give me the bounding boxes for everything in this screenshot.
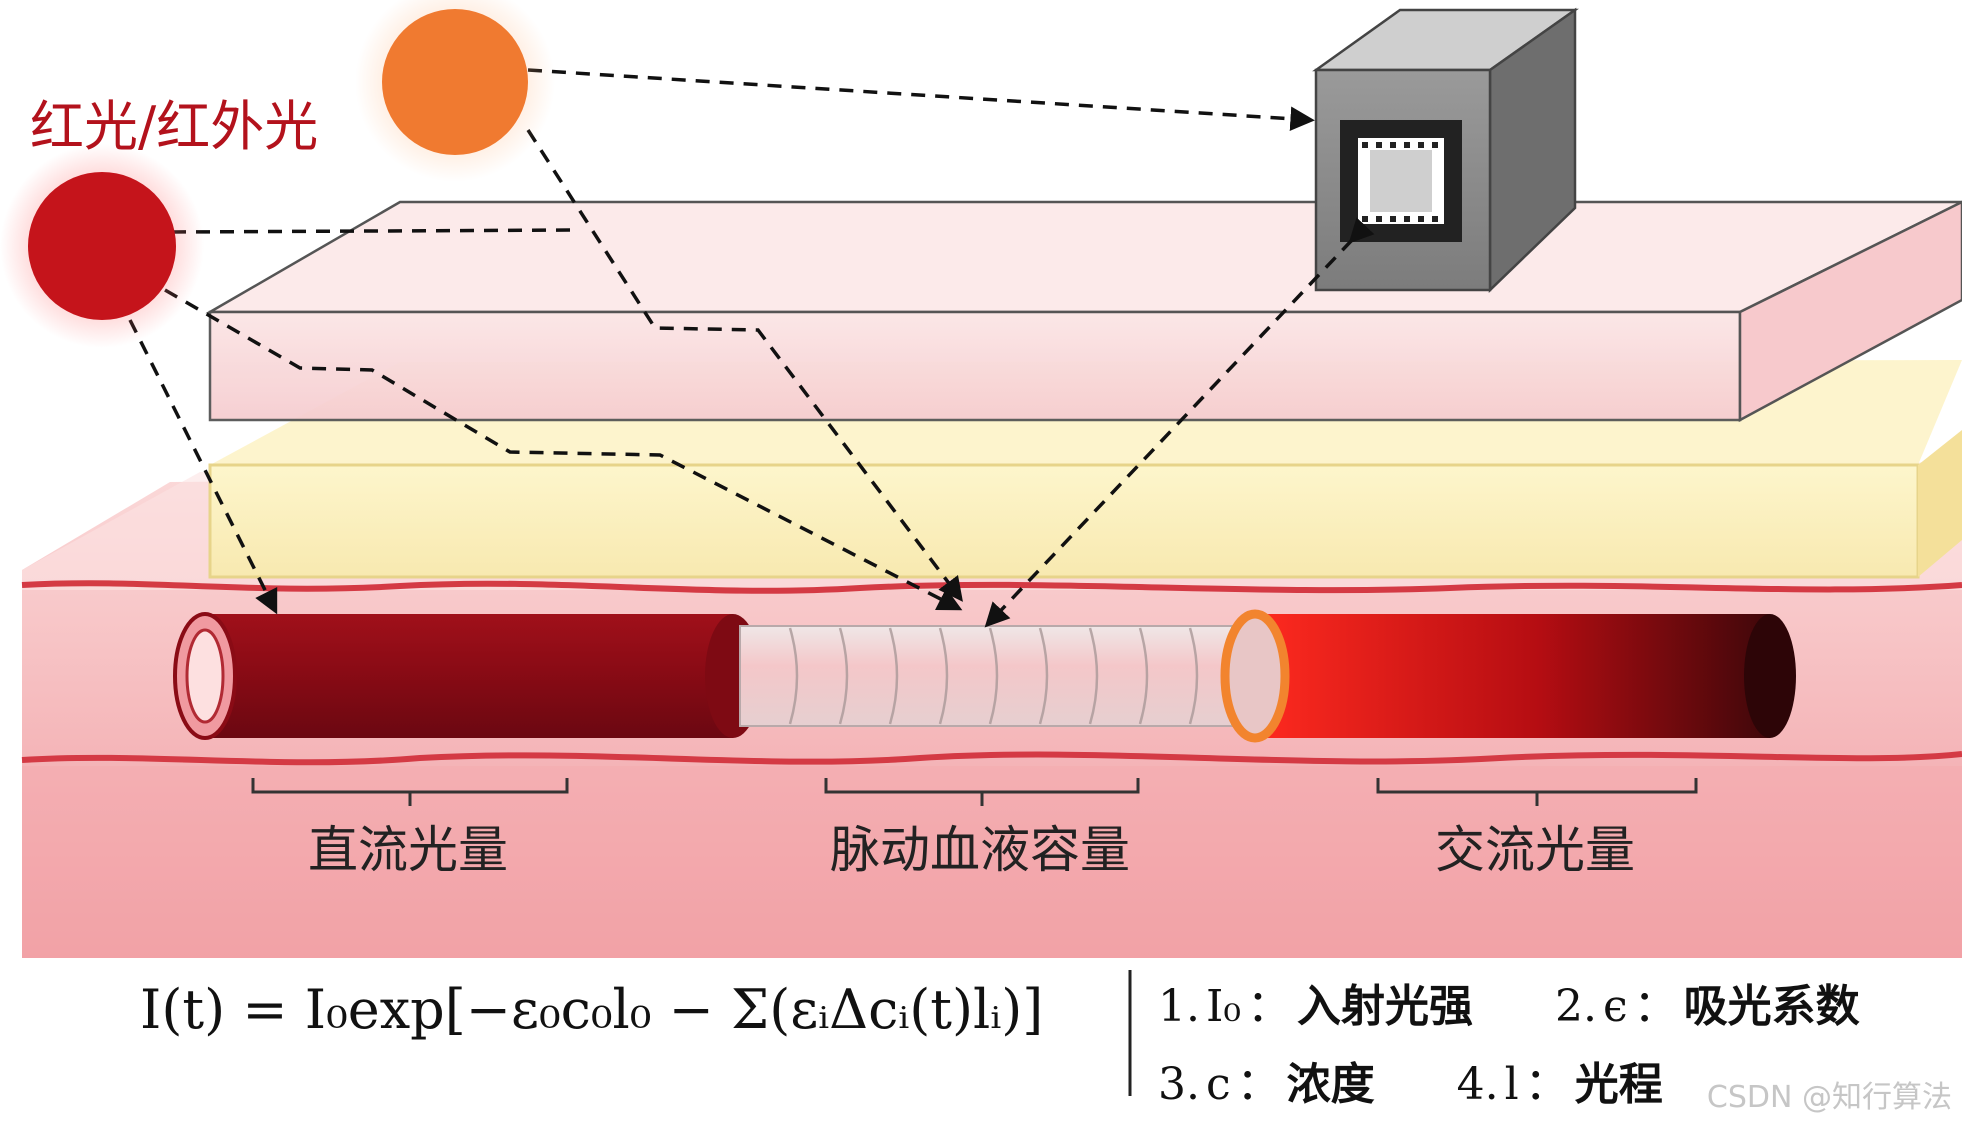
legend-num: 4.	[1457, 1059, 1499, 1110]
legend-sep: ：	[1237, 1059, 1281, 1110]
legend-meaning: 入射光强	[1297, 981, 1473, 1032]
legend-symbol: c	[1206, 1059, 1231, 1110]
pink-layer-top	[210, 202, 1962, 312]
legend-num: 2.	[1555, 981, 1597, 1032]
legend-num: 1.	[1158, 981, 1200, 1032]
light-source-label: 红光/红外光	[30, 82, 318, 161]
ac-light-label: 交流光量	[1435, 810, 1635, 882]
ac-vessel-opening	[1225, 614, 1285, 738]
ac-vessel-end	[1744, 614, 1796, 738]
pulse-vessel	[740, 626, 1232, 726]
dc-light-label: 直流光量	[308, 810, 508, 882]
legend-symbol: ϵ	[1603, 981, 1628, 1032]
sensor-core	[1370, 150, 1432, 212]
legend-sep: ：	[1634, 981, 1678, 1032]
orange-light-source-icon	[382, 9, 528, 155]
pink-layer-front	[210, 312, 1740, 420]
formula-lhs: I(t)	[140, 978, 225, 1041]
legend-meaning: 光程	[1575, 1059, 1663, 1110]
path-red-direct	[172, 230, 580, 232]
yellow-layer-front	[210, 465, 1918, 577]
legend-sep: ：	[1247, 981, 1291, 1032]
legend-row-1: 1.I₀：入射光强 2.ϵ：吸光系数	[1158, 968, 1860, 1046]
legend-symbol: I₀	[1206, 981, 1241, 1032]
ac-vessel	[1255, 614, 1770, 738]
watermark: CSDN @知行算法	[1707, 1072, 1952, 1116]
legend-meaning: 吸光系数	[1684, 981, 1860, 1032]
pulsatile-blood-volume-label: 脉动血液容量	[830, 810, 1130, 882]
legend-sep: ：	[1525, 1059, 1569, 1110]
legend-symbol: l	[1505, 1059, 1519, 1110]
legend-num: 3.	[1158, 1059, 1200, 1110]
path-orange-to-detector	[528, 70, 1310, 120]
ppg-formula: I(t) = I₀exp[−ε₀c₀l₀ − Σ(εᵢΔcᵢ(t)lᵢ)]	[140, 978, 1043, 1041]
dc-vessel	[205, 614, 733, 738]
legend-meaning: 浓度	[1287, 1059, 1375, 1110]
dc-vessel-lumen	[187, 630, 223, 722]
red-light-source-icon	[28, 172, 176, 320]
formula-rhs: = I₀exp[−ε₀c₀l₀ − Σ(εᵢΔcᵢ(t)lᵢ)]	[242, 978, 1043, 1041]
